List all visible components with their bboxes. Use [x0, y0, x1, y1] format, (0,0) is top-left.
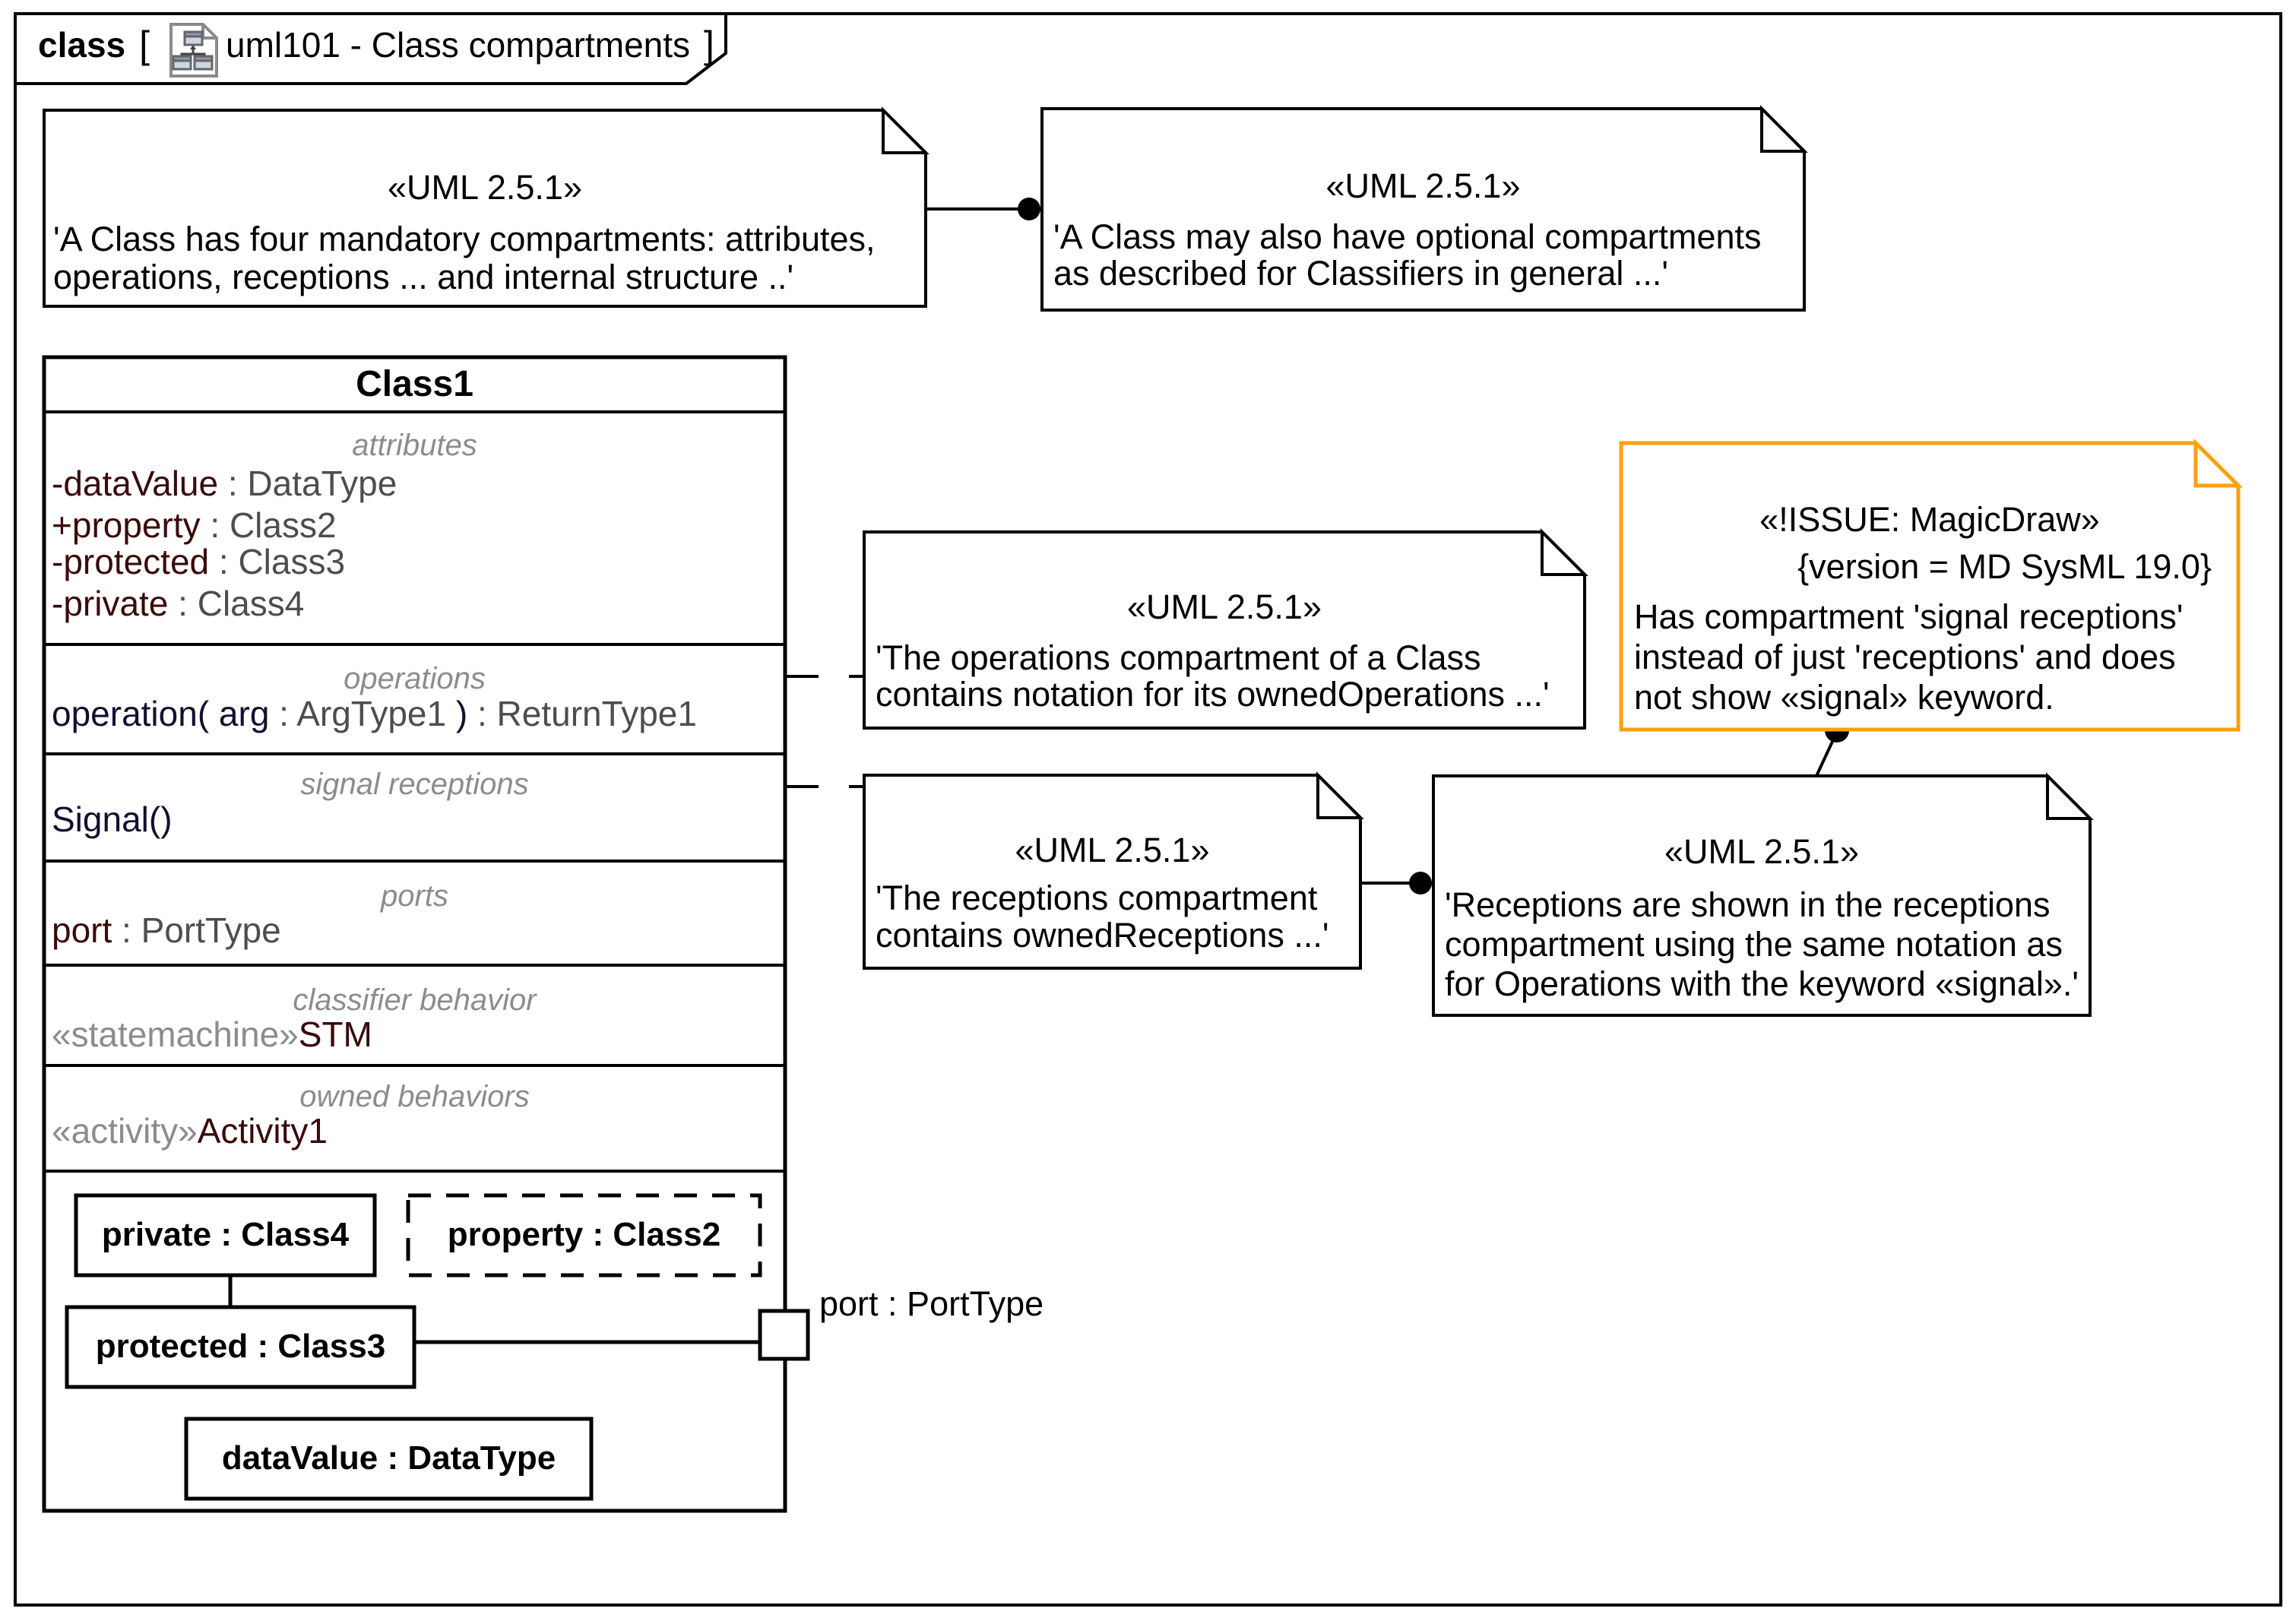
note-dogear-icon: [2046, 772, 2094, 820]
note-mandatory-line1: 'A Class has four mandatory compartments…: [53, 220, 876, 258]
compartment-label-signal-receptions: signal receptions: [300, 768, 529, 801]
note-optional-compartments[interactable]: [1040, 105, 1808, 312]
compartment-label-ports: ports: [381, 879, 448, 913]
note-issue-version: {version = MD SysML 19.0}: [1797, 547, 2212, 586]
note-issue-line1: Has compartment 'signal receptions': [1634, 597, 2184, 636]
note-dogear-icon: [2193, 438, 2244, 488]
port-item: port : PortType: [52, 910, 281, 950]
note-operations-compartment[interactable]: [863, 528, 1588, 730]
note-body[interactable]: [863, 530, 1586, 730]
note-dogear-icon: [1760, 105, 1808, 153]
port-square[interactable]: [758, 1309, 810, 1361]
note-notation-line3: for Operations with the keyword «signal»…: [1445, 964, 2079, 1003]
compartment-label-classifier-behavior: classifier behavior: [293, 983, 537, 1017]
tab-keyword: class: [38, 25, 126, 65]
class1-name: Class1: [356, 364, 473, 404]
note-notation-stereotype: «UML 2.5.1»: [1664, 832, 1859, 871]
attribute-property: +property : Class2: [52, 505, 337, 545]
note-optional-line2: as described for Classifiers in general …: [1053, 254, 1668, 293]
part-property-label: property : Class2: [447, 1216, 721, 1253]
note-operations-stereotype: «UML 2.5.1»: [1127, 587, 1322, 626]
note-body[interactable]: [43, 109, 927, 308]
part-private-box[interactable]: [74, 1193, 377, 1277]
note-dogear-icon: [1316, 771, 1364, 819]
note-optional-stereotype: «UML 2.5.1»: [1325, 166, 1521, 205]
class-diagram-icon: [169, 23, 218, 78]
note-dogear-icon: [1541, 528, 1588, 576]
compartment-label-operations: operations: [344, 662, 486, 695]
owned-behavior-item: «activity»Activity1: [52, 1111, 328, 1151]
note-dogear-icon: [882, 106, 929, 154]
note-issue-line3: not show «signal» keyword.: [1634, 678, 2054, 717]
note-receptions-notation[interactable]: [1432, 772, 2094, 1017]
note-body[interactable]: [1040, 107, 1806, 312]
note-mandatory-compartments[interactable]: [43, 106, 929, 308]
operation-item: operation( arg : ArgType1 ) : ReturnType…: [52, 694, 697, 733]
note-issue-line2: instead of just 'receptions' and does: [1634, 638, 2176, 676]
tab-title: uml101 - Class compartments: [226, 25, 691, 65]
note-operations-line2: contains notation for its ownedOperation…: [876, 675, 1550, 714]
note-operations-line1: 'The operations compartment of a Class: [876, 638, 1481, 677]
attribute-datavalue: -dataValue : DataType: [52, 464, 397, 503]
tab-close-bracket: ]: [704, 24, 714, 66]
diagram-frame: [14, 12, 2282, 1607]
classifier-behavior-item: «statemachine»STM: [52, 1015, 372, 1054]
note-mandatory-stereotype: «UML 2.5.1»: [388, 168, 582, 207]
note-notation-line2: compartment using the same notation as: [1445, 925, 2063, 964]
anchor-dot-optional: [1018, 198, 1040, 220]
note-issue-stereotype: «!ISSUE: MagicDraw»: [1759, 500, 2100, 539]
part-datavalue-box[interactable]: [184, 1417, 594, 1501]
part-protected-label: protected : Class3: [95, 1328, 386, 1365]
diagram-tab: class [ uml101 - Class compartments ]: [38, 20, 714, 70]
signal-reception-item: Signal(): [52, 799, 173, 839]
compartment-label-attributes: attributes: [352, 429, 477, 462]
note-issue-magicdraw[interactable]: [1619, 438, 2244, 732]
note-receptions-stereotype: «UML 2.5.1»: [1015, 831, 1210, 869]
compartment-label-owned-behaviors: owned behaviors: [299, 1080, 530, 1113]
note-body[interactable]: [1432, 774, 2092, 1017]
anchor-dot-notation: [1409, 872, 1432, 894]
part-property-box[interactable]: [406, 1193, 762, 1277]
tab-open-bracket: [: [139, 24, 150, 66]
port-external-label: port : PortType: [819, 1284, 1044, 1323]
note-mandatory-line2: operations, receptions ... and internal …: [53, 258, 794, 296]
note-notation-line1: 'Receptions are shown in the receptions: [1445, 885, 2051, 924]
attribute-private: -private : Class4: [52, 584, 305, 623]
note-body[interactable]: [1619, 441, 2241, 732]
part-private-label: private : Class4: [101, 1216, 350, 1253]
note-optional-line1: 'A Class may also have optional compartm…: [1053, 217, 1762, 256]
part-datavalue-label: dataValue : DataType: [221, 1439, 556, 1477]
note-body[interactable]: [863, 774, 1362, 970]
attribute-protected: -protected : Class3: [52, 542, 346, 581]
note-receptions-compartment[interactable]: [863, 771, 1364, 970]
note-receptions-line1: 'The receptions compartment: [876, 879, 1318, 917]
note-receptions-line2: contains ownedReceptions ...': [876, 916, 1329, 955]
part-protected-box[interactable]: [65, 1305, 416, 1389]
